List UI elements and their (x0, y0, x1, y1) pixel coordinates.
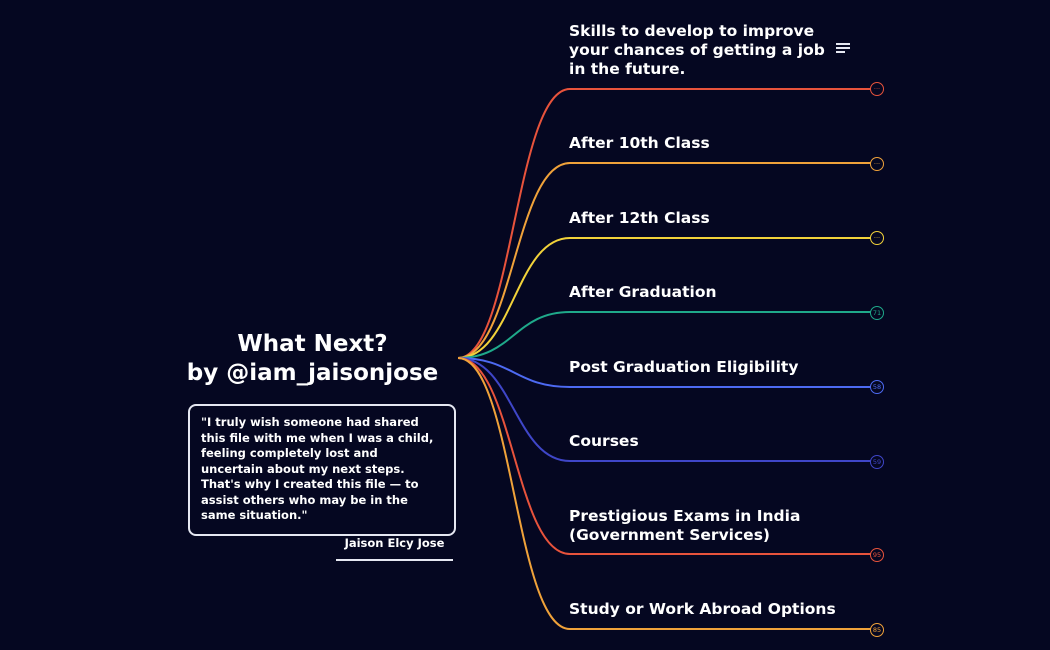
branch-line (457, 88, 876, 359)
root-node-title[interactable]: What Next? by @iam_jaisonjose (170, 330, 455, 388)
collapse-badge-skills[interactable]: ··· (870, 82, 884, 96)
author-underline (336, 559, 453, 561)
root-title-line1: What Next? (237, 331, 388, 357)
count-badge-courses[interactable]: 59 (870, 455, 884, 469)
count-badge-post-graduation[interactable]: 58 (870, 380, 884, 394)
branch-line (457, 237, 876, 359)
branch-label-courses[interactable]: Courses (569, 432, 639, 450)
count-badge-after-graduation[interactable]: 71 (870, 306, 884, 320)
author-name: Jaison Elcy Jose (344, 536, 445, 550)
branch-line (457, 357, 876, 388)
branch-line (457, 357, 876, 630)
branch-label-prestigious-exams[interactable]: Prestigious Exams in India (Government S… (569, 507, 801, 544)
branch-label-study-abroad[interactable]: Study or Work Abroad Options (569, 600, 836, 618)
count-badge-prestigious-exams[interactable]: 95 (870, 548, 884, 562)
collapse-badge-after-12th[interactable]: ··· (870, 231, 884, 245)
branch-line (457, 311, 876, 359)
branch-label-after-graduation[interactable]: After Graduation (569, 283, 717, 301)
collapse-badge-after-10th[interactable]: ··· (870, 157, 884, 171)
branch-label-skills[interactable]: Skills to develop to improve your chance… (569, 22, 825, 78)
branch-line (457, 357, 876, 555)
branch-label-after-10th[interactable]: After 10th Class (569, 134, 710, 152)
branch-line (457, 357, 876, 462)
branch-line (457, 162, 876, 359)
branch-label-after-12th[interactable]: After 12th Class (569, 209, 710, 227)
quote-box: "I truly wish someone had shared this fi… (188, 404, 456, 536)
root-title-line2: by @iam_jaisonjose (186, 360, 439, 386)
count-badge-study-abroad[interactable]: 85 (870, 623, 884, 637)
branch-label-post-graduation[interactable]: Post Graduation Eligibility (569, 358, 799, 376)
menu-lines-icon[interactable] (836, 43, 850, 55)
